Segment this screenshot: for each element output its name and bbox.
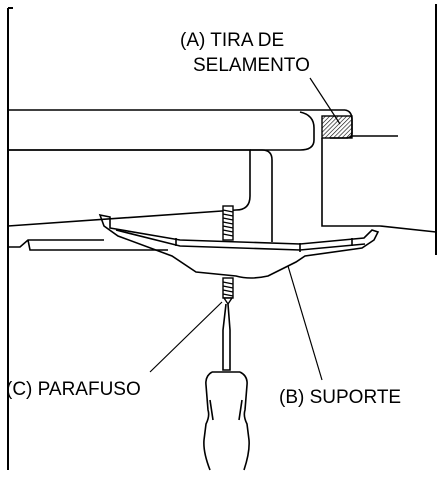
leader-sealing-strip [309, 77, 341, 125]
label-sealing-strip-line2: SELAMENTO [193, 55, 310, 76]
leader-bracket [287, 265, 323, 381]
screw [222, 205, 234, 306]
label-bracket: (B) SUPORTE [279, 387, 401, 408]
frame [7, 4, 437, 470]
cooktop-body [7, 138, 437, 242]
screwdriver [203, 303, 250, 471]
bracket [98, 213, 380, 279]
label-screw: (C) PARAFUSO [6, 379, 141, 400]
leader-lines [149, 77, 341, 381]
base-panel [8, 239, 168, 251]
leader-screw [149, 301, 223, 373]
label-sealing-strip-line1: (A) TIRA DE [180, 30, 284, 51]
sealing-strip [321, 115, 353, 139]
